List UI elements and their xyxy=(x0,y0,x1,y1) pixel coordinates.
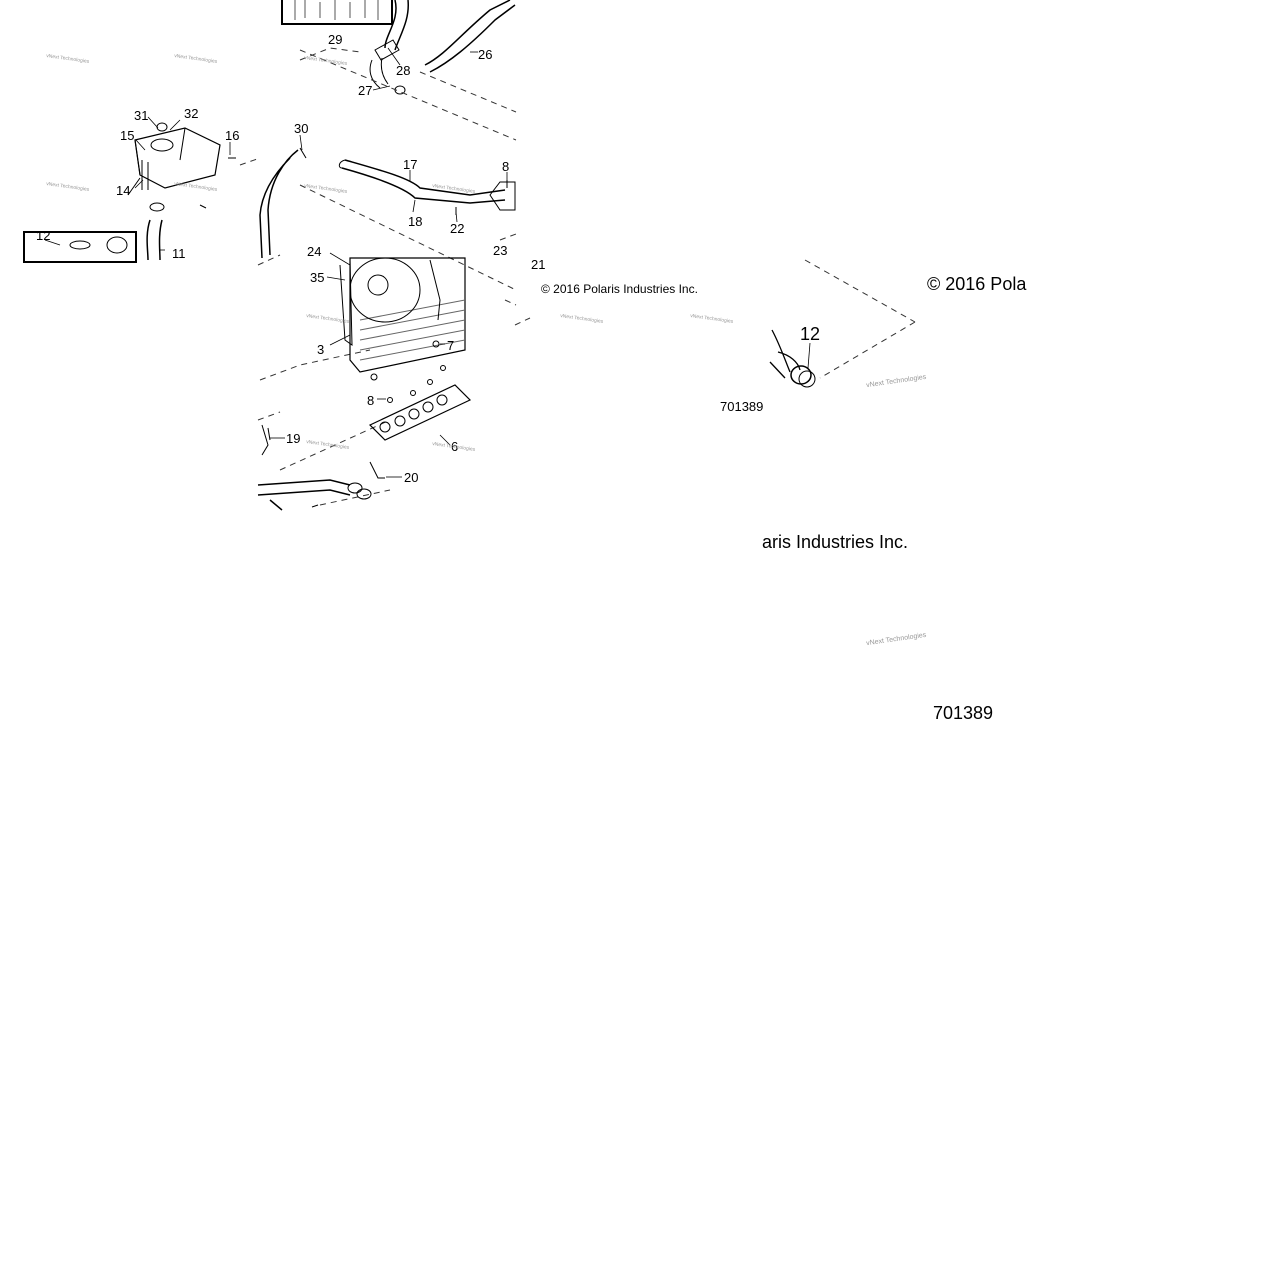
detail-clamp xyxy=(790,365,812,385)
callout-3: 3 xyxy=(317,342,325,357)
copyright-fragment-right: aris Industries Inc. xyxy=(762,532,909,552)
copyright-notice: © 2016 Polaris Industries Inc. xyxy=(541,282,698,296)
callout-12: 12 xyxy=(36,228,51,243)
callout-21: 21 xyxy=(531,257,546,272)
callout-32: 32 xyxy=(184,106,199,121)
callout-15: 15 xyxy=(120,128,135,143)
detail-hose xyxy=(769,329,801,379)
inset-frame-left xyxy=(23,231,137,263)
inset-frame-top xyxy=(281,0,393,25)
callout-7: 7 xyxy=(447,338,455,353)
callout-14: 14 xyxy=(116,183,131,198)
callout-8-bottom: 8 xyxy=(367,393,375,408)
callout-23: 23 xyxy=(493,243,508,258)
callout-20: 20 xyxy=(404,470,419,485)
callout-28: 28 xyxy=(396,63,411,78)
callout-29: 29 xyxy=(328,32,343,47)
callout-24: 24 xyxy=(307,244,322,259)
skid-plate xyxy=(368,384,472,441)
fan-shroud xyxy=(349,257,421,323)
callout-27: 27 xyxy=(358,83,373,98)
detail-callout-12: 12 xyxy=(800,324,821,344)
figure-number: 701389 xyxy=(720,399,764,414)
callout-35: 35 xyxy=(310,270,325,285)
callout-6: 6 xyxy=(451,439,459,454)
callout-17: 17 xyxy=(403,157,418,172)
figure-number-large: 701389 xyxy=(933,703,994,723)
callout-31: 31 xyxy=(134,108,149,123)
coolant-tube-18 xyxy=(341,167,506,204)
hose-24 xyxy=(259,149,299,259)
coolant-tube-17 xyxy=(344,159,506,196)
callout-11: 11 xyxy=(172,246,186,261)
copyright-fragment-left: © 2016 Pola xyxy=(927,274,1027,294)
callout-16: 16 xyxy=(225,128,240,143)
callout-18: 18 xyxy=(408,214,423,229)
callout-8-top: 8 xyxy=(502,159,510,174)
callout-30: 30 xyxy=(294,121,309,136)
detail-dash-bottom xyxy=(819,321,916,379)
callout-19: 19 xyxy=(286,431,301,446)
callout-26: 26 xyxy=(478,47,493,62)
lower-tubes xyxy=(257,479,351,511)
callout-22: 22 xyxy=(450,221,465,236)
hose-26 xyxy=(424,0,516,73)
detail-dash-top xyxy=(804,259,916,323)
